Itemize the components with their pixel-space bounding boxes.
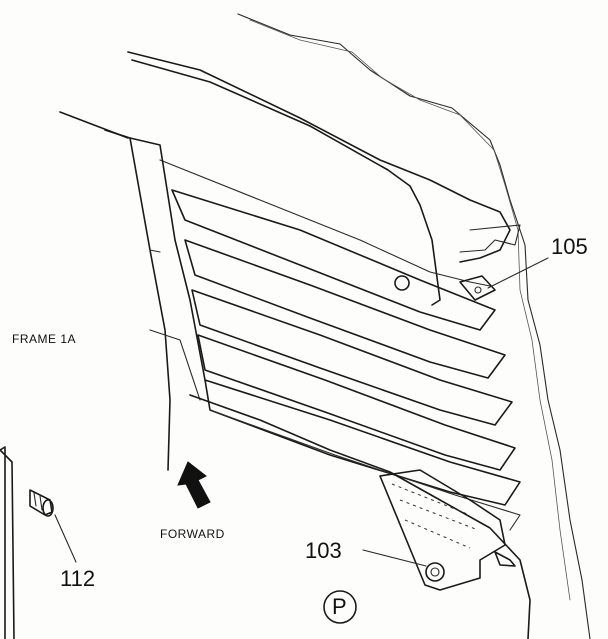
page-mark-circle (323, 590, 357, 624)
lower-panel (0, 446, 15, 639)
callout-105: 105 (551, 234, 588, 259)
bracket-pin (494, 551, 516, 567)
fastener-105 (459, 275, 496, 301)
upper-housing-channel (159, 159, 491, 287)
bracket-bolt-103 (425, 562, 445, 582)
label-frame-1a: FRAME 1A (12, 332, 77, 346)
stud-bolt (394, 275, 410, 291)
skin-outline (237, 13, 591, 639)
label-forward: FORWARD (160, 527, 225, 541)
screw-112 (29, 489, 54, 517)
bracket-plate (379, 469, 506, 591)
callout-112: 112 (60, 566, 96, 591)
louvre-blades (171, 189, 521, 531)
frame-line (59, 111, 129, 139)
upper-housing-lip (131, 59, 441, 306)
frame-1a-web (149, 249, 201, 401)
leader-105 (487, 257, 549, 289)
frame-1a-outer (104, 129, 171, 471)
callout-103: 103 (305, 538, 342, 563)
lower-rail (189, 394, 531, 639)
channel-rim (459, 224, 521, 253)
skin-inner-edge (249, 19, 571, 601)
leader-112 (54, 514, 77, 563)
forward-arrow (177, 461, 211, 509)
bracket-rivets (391, 483, 479, 549)
page-mark: P (332, 594, 347, 619)
upper-housing (127, 51, 511, 263)
leader-103 (362, 549, 427, 567)
frame-1a-inner (129, 137, 206, 381)
